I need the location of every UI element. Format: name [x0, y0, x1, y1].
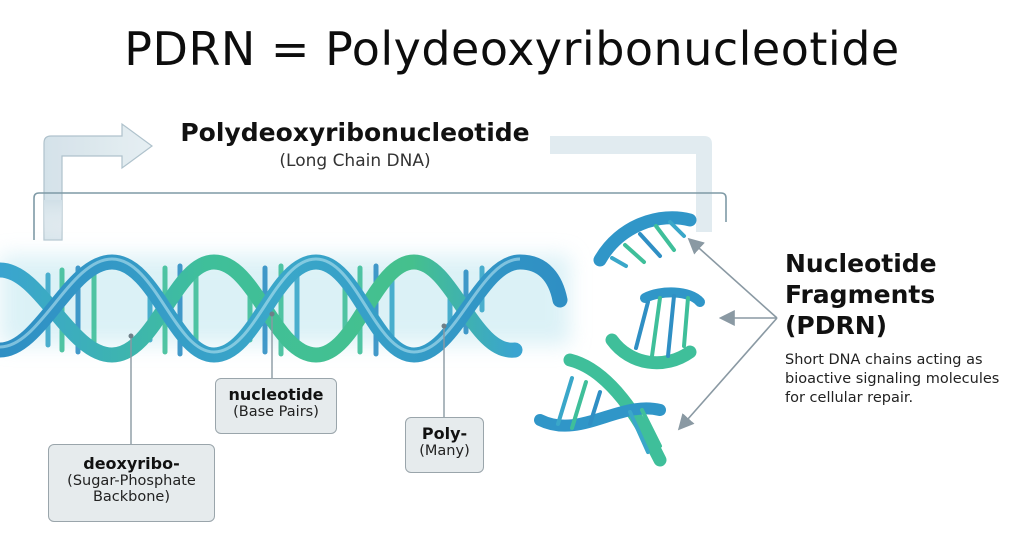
long-chain-label: Polydeoxyribonucleotide (Long Chain DNA)	[160, 118, 550, 171]
long-chain-title: Polydeoxyribonucleotide	[180, 118, 530, 147]
fragments-heading-line1: Nucleotide	[785, 249, 937, 278]
label-nucleotide-value: (Base Pairs)	[233, 404, 319, 420]
dna-helix-icon	[0, 254, 568, 363]
right-arrow-icon	[43, 122, 712, 245]
fragments-body: Short DNA chains acting as bioactive sig…	[785, 352, 1000, 406]
long-chain-subtitle: (Long Chain DNA)	[279, 151, 431, 171]
label-nucleotide: nucleotide (Base Pairs)	[215, 378, 337, 434]
leader-lines	[130, 314, 445, 444]
dna-fragment-top	[593, 211, 697, 268]
fragments-heading: Nucleotide Fragments (PDRN)	[785, 248, 1015, 341]
fragments-heading-line3: (PDRN)	[785, 311, 888, 340]
arrow-icon	[677, 237, 778, 431]
page-title: PDRN = Polydeoxyribonucleotide	[124, 22, 900, 76]
label-poly: Poly- (Many)	[405, 417, 484, 473]
label-deoxyribo-value2: Backbone)	[92, 489, 171, 505]
label-poly-value: (Many)	[419, 443, 470, 459]
bracket	[33, 192, 727, 240]
label-nucleotide-key: nucleotide	[228, 385, 324, 404]
label-deoxyribo-value1: (Sugar-Phosphate	[67, 473, 196, 489]
label-poly-key: Poly-	[421, 424, 468, 443]
dna-fragment-middle	[605, 287, 705, 370]
label-deoxyribo: deoxyribo- (Sugar-Phosphate Backbone)	[48, 444, 215, 522]
fragments-heading-line2: Fragments	[785, 280, 936, 309]
dna-fragment-bottom	[534, 353, 667, 467]
label-deoxyribo-key: deoxyribo-	[83, 454, 180, 473]
fragments-description: Nucleotide Fragments (PDRN) Short DNA ch…	[785, 248, 1015, 408]
